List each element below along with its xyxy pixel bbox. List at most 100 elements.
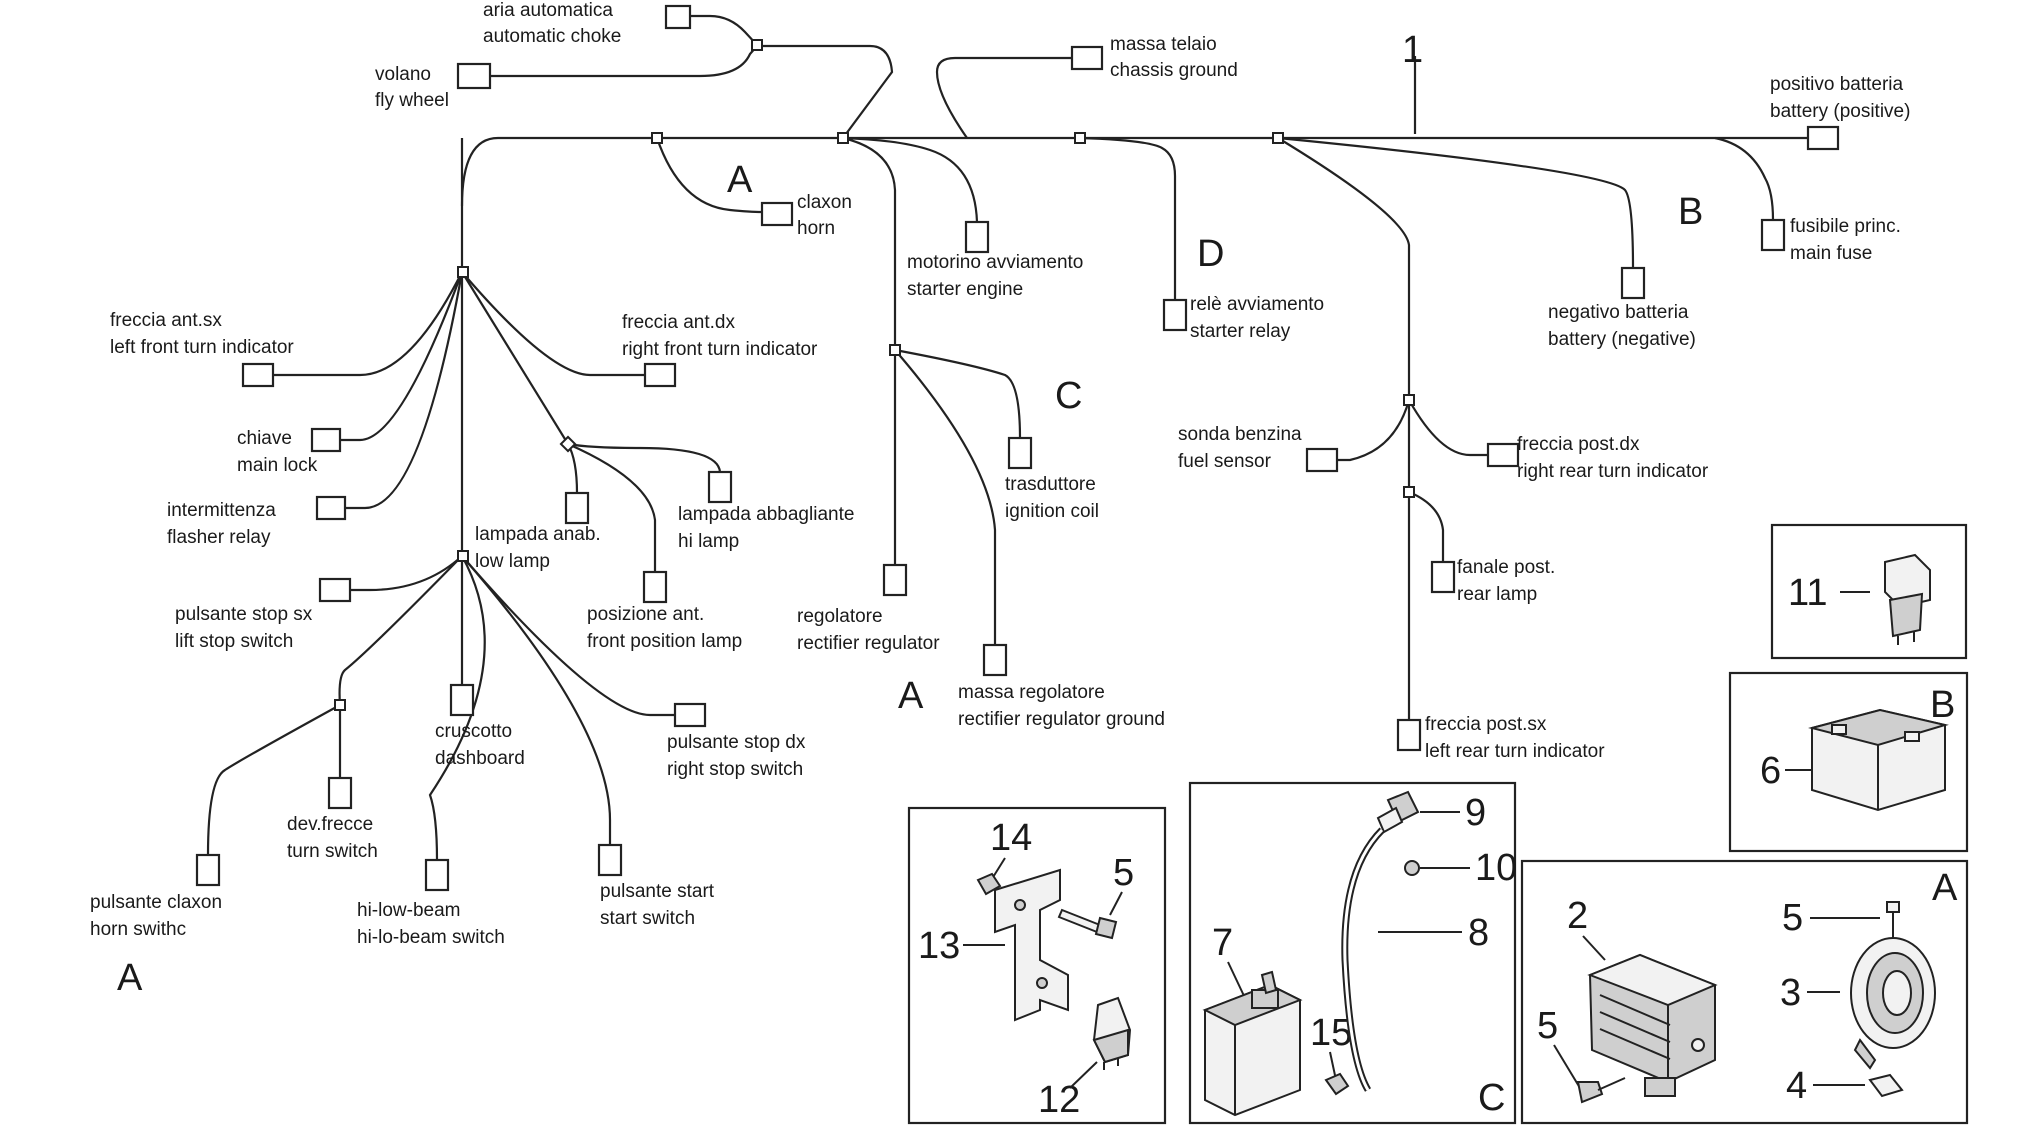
junction-node: [457, 550, 469, 562]
hi-lamp-wire: [567, 442, 722, 473]
label-right-rear-indicator-en: right rear turn indicator: [1517, 461, 1709, 482]
label-battery-negative-en: battery (negative): [1548, 329, 1696, 350]
label-hi-lo-beam-switch-en: hi-lo-beam switch: [357, 927, 505, 948]
callout-2-leader: [1582, 935, 1606, 961]
label-starter-relay-it: relè avviamento: [1190, 294, 1324, 315]
section-c-top: C: [1055, 375, 1082, 417]
connector-rear-lamp: [1430, 560, 1456, 594]
label-right-rear-indicator-it: freccia post.dx: [1517, 434, 1640, 455]
label-left-front-indicator-en: left front turn indicator: [110, 337, 294, 358]
ignition-coil-wire: [894, 348, 1022, 439]
choke-to-trunk-wire: [757, 44, 894, 139]
grommet-part: [1404, 860, 1420, 876]
label-ignition-coil-en: ignition coil: [1005, 501, 1099, 522]
low-lamp-wire: [567, 443, 579, 494]
callout-3: 3: [1780, 972, 1801, 1014]
label-horn-switch-en: horn swithc: [90, 919, 186, 940]
label-automatic-choke-it: aria automatica: [483, 0, 613, 21]
callout-7-leader: [1227, 961, 1246, 999]
connectors: [195, 4, 1840, 892]
callout-1: 1: [1402, 29, 1423, 71]
connector-battery-positive: [1806, 125, 1840, 151]
right-rear-indicator-wire: [1408, 399, 1488, 457]
label-left-rear-indicator-en: left rear turn indicator: [1425, 741, 1605, 762]
connector-flasher-relay: [315, 495, 347, 521]
callout-12-leader: [1069, 1061, 1098, 1089]
callout-5-bracket-leader: [1109, 891, 1123, 916]
label-turn-switch-it: dev.frecce: [287, 814, 373, 835]
label-right-front-indicator-it: freccia ant.dx: [622, 312, 735, 333]
connector-hi-lamp: [707, 470, 733, 504]
label-flasher-relay-it: intermittenza: [167, 500, 276, 521]
label-battery-positive-en: battery (positive): [1770, 101, 1910, 122]
inset-relay-bracket: 14 5 13 12: [907, 806, 1167, 1125]
negative-battery-wire: [1277, 136, 1635, 269]
label-chassis-ground-en: chassis ground: [1110, 60, 1238, 81]
label-fly-wheel-en: fly wheel: [375, 90, 449, 111]
label-left-rear-indicator-it: freccia post.sx: [1425, 714, 1547, 735]
connector-start-switch: [597, 843, 623, 877]
connector-main-lock: [310, 427, 342, 453]
right-front-indicator-wire: [461, 271, 645, 377]
callout-5-regulator-leader: [1553, 1044, 1581, 1089]
connector-chassis-ground: [1070, 45, 1104, 71]
label-hi-lo-beam-switch-it: hi-low-beam: [357, 900, 460, 921]
connector-main-fuse: [1760, 218, 1786, 252]
horn-wire: [655, 137, 763, 214]
position-lamp-wire: [567, 442, 657, 572]
label-low-lamp-en: low lamp: [475, 551, 550, 572]
callout-5-horn: 5: [1782, 897, 1803, 939]
wiring-harness: [206, 14, 1808, 861]
battery-part: [1808, 708, 1949, 812]
connector-regulator-ground: [982, 643, 1008, 677]
connector-left-front-indicator: [241, 362, 275, 388]
label-horn-it: claxon: [797, 192, 852, 213]
label-start-switch-it: pulsante start: [600, 881, 715, 902]
label-hi-lamp-it: lampada abbagliante: [678, 504, 854, 525]
label-low-lamp-it: lampada anab.: [475, 524, 601, 545]
label-dashboard-en: dashboard: [435, 748, 525, 769]
connector-right-rear-indicator: [1486, 442, 1520, 468]
junction-nodes: [334, 39, 1415, 711]
nut-part: [1324, 1072, 1350, 1096]
callout-4: 4: [1786, 1065, 1807, 1107]
left-front-indicator-wire: [273, 271, 463, 377]
label-right-stop-switch-en: right stop switch: [667, 759, 803, 780]
connector-starter-relay: [1162, 298, 1188, 332]
connector-turn-switch: [327, 776, 353, 810]
label-start-switch-en: start switch: [600, 908, 695, 929]
relay-part: [1092, 996, 1132, 1070]
junction-node: [1272, 132, 1284, 144]
junction-node: [837, 132, 849, 144]
main-trunk-wire: [460, 136, 1775, 207]
label-horn-switch-it: pulsante claxon: [90, 892, 222, 913]
label-regulator-ground-en: rectifier regulator ground: [958, 709, 1165, 730]
junction-node: [1403, 394, 1415, 406]
ignition-coil-part: [1202, 970, 1303, 1117]
label-main-lock-en: main lock: [237, 455, 318, 476]
label-right-stop-switch-it: pulsante stop dx: [667, 732, 806, 753]
section-letters: 1 A B D C A A: [117, 29, 1703, 999]
connector-rectifier-regulator: [882, 563, 908, 597]
callout-2: 2: [1567, 895, 1588, 937]
label-hi-lamp-en: hi lamp: [678, 531, 739, 552]
label-starter-engine-en: starter engine: [907, 279, 1023, 300]
callout-10: 10: [1475, 847, 1517, 889]
horn-switch-wire: [206, 704, 341, 856]
label-automatic-choke-en: automatic choke: [483, 26, 621, 47]
label-regulator-ground-it: massa regolatore: [958, 682, 1105, 703]
connector-ignition-coil: [1007, 436, 1033, 470]
section-a-middle: A: [898, 675, 924, 717]
chassis-ground-wire: [935, 56, 1072, 139]
callout-8: 8: [1468, 912, 1489, 954]
connector-right-stop-switch: [673, 702, 707, 728]
label-ignition-coil-it: trasduttore: [1005, 474, 1096, 495]
spark-plug-cap-part: [1376, 790, 1420, 834]
main-fuse-wire: [1714, 136, 1775, 221]
label-flasher-relay-en: flasher relay: [167, 527, 271, 548]
rear-branch-wire: [1277, 137, 1411, 400]
connector-fly-wheel: [456, 62, 492, 90]
label-main-lock-it: chiave: [237, 428, 292, 449]
label-chassis-ground-it: massa telaio: [1110, 34, 1217, 55]
switch-hub-wire: [338, 555, 463, 706]
